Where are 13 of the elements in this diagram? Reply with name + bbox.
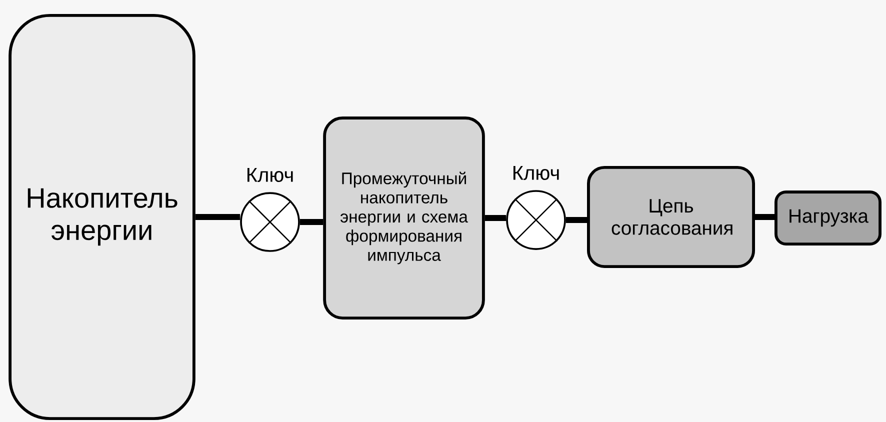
storage-box: Накопитель энергии <box>8 14 196 420</box>
switch-symbol <box>240 192 300 252</box>
load-box: Нагрузка <box>774 190 882 246</box>
switch-symbol <box>506 190 566 250</box>
connector-line <box>755 214 774 220</box>
connector-line <box>300 219 324 225</box>
connector-line <box>566 217 587 223</box>
process-box: Цепь согласования <box>587 166 755 268</box>
switch-label: Ключ <box>247 168 293 182</box>
connector-line <box>484 215 506 221</box>
process-box: Промежуточный накопитель энергии и схема формирования импульса <box>323 116 485 320</box>
connector-line <box>195 214 240 220</box>
switch-label: Ключ <box>513 166 559 180</box>
